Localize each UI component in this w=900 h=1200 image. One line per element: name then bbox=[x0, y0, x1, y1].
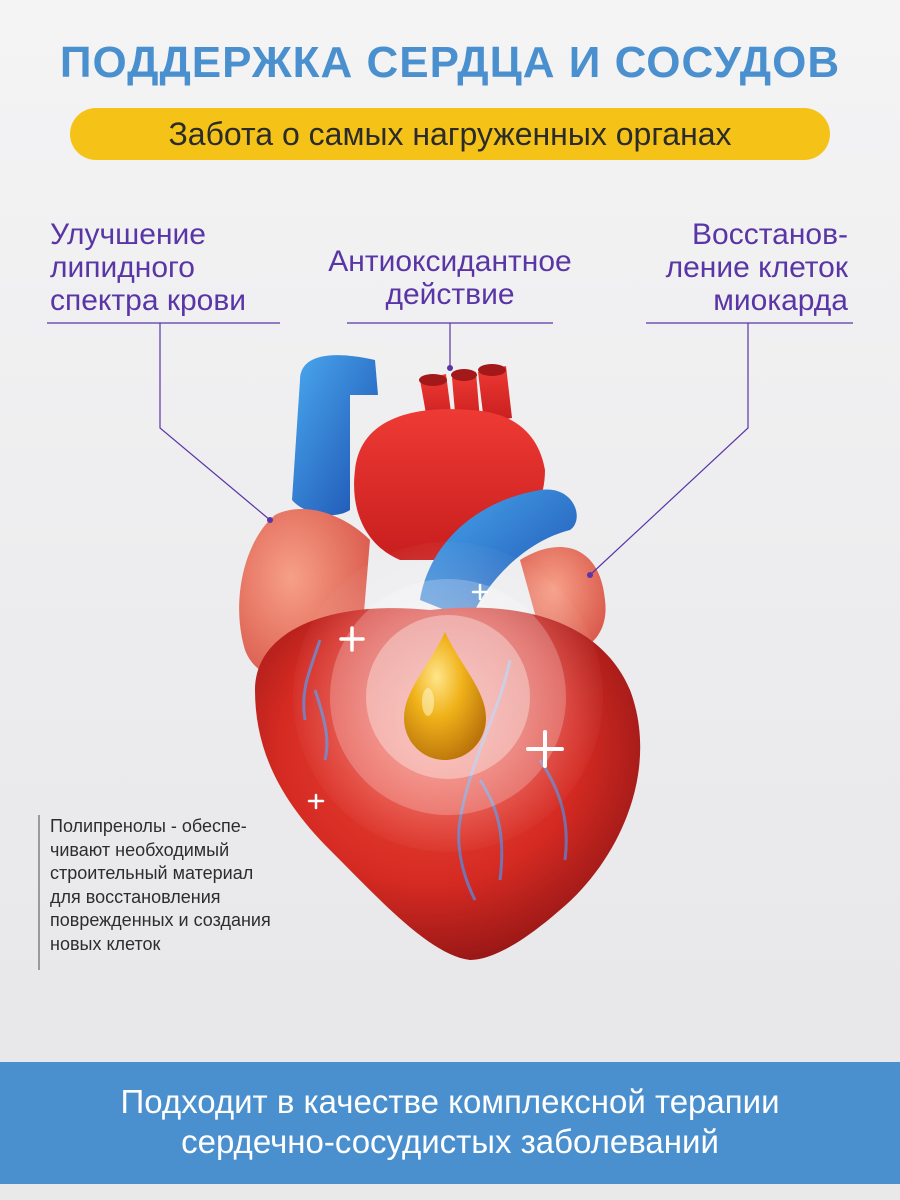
info-note-line-3: строительный материал bbox=[50, 863, 254, 883]
callout-connectors bbox=[47, 322, 853, 578]
footer-line-2: сердечно-сосудистых заболеваний bbox=[181, 1123, 719, 1160]
info-note-line-4: для восстановления bbox=[50, 886, 221, 907]
feature-myocardium: Восстанов- ление клеток миокарда bbox=[666, 218, 848, 317]
feature-lipid-line-2: липидного bbox=[50, 251, 195, 284]
page-title: ПОДДЕРЖКА СЕРДЦА И СОСУДОВ bbox=[59, 38, 841, 87]
footer-line-1: Подходит в качестве комплексной терапии bbox=[120, 1083, 780, 1120]
info-note-line-1: Полипренолы - обеспе- bbox=[50, 816, 247, 836]
feature-antioxidant-line-2: действие bbox=[385, 278, 515, 311]
footer-strip bbox=[0, 1184, 900, 1200]
feature-lipid-line-3: спектра крови bbox=[50, 284, 247, 317]
info-note-line-2: чивают необходимый bbox=[50, 839, 230, 860]
info-note-line-6: новых клеток bbox=[50, 933, 161, 954]
feature-antioxidant-line-1: Антиоксидантное bbox=[328, 245, 572, 278]
subtitle-text: Забота о самых нагруженных органах bbox=[168, 116, 732, 152]
heart-illustration bbox=[239, 355, 641, 960]
callout-dot-center bbox=[447, 365, 453, 371]
callout-dot-left bbox=[267, 517, 273, 523]
feature-lipid: Улучшение липидного спектра крови bbox=[50, 218, 246, 317]
feature-myocardium-line-2: ление клеток bbox=[665, 251, 848, 284]
callout-pointer-right bbox=[589, 323, 749, 576]
info-note: Полипренолы - обеспе- чивают необходимый… bbox=[38, 815, 271, 970]
info-note-line-5: поврежденных и создания bbox=[50, 910, 271, 930]
footer-banner: Подходит в качестве комплексной терапии … bbox=[0, 1062, 900, 1184]
subtitle-badge: Забота о самых нагруженных органах bbox=[70, 108, 830, 160]
sparkle-plus-icon bbox=[307, 583, 564, 810]
feature-antioxidant: Антиоксидантное действие bbox=[300, 245, 600, 311]
callout-dot-right bbox=[587, 572, 593, 578]
heart-illustration-icon bbox=[239, 355, 641, 960]
feature-myocardium-line-3: миокарда bbox=[713, 284, 848, 317]
callout-pointer-left bbox=[159, 323, 271, 521]
feature-myocardium-line-1: Восстанов- bbox=[692, 218, 848, 251]
feature-lipid-line-1: Улучшение bbox=[50, 218, 206, 251]
oil-drop-icon bbox=[404, 632, 486, 760]
